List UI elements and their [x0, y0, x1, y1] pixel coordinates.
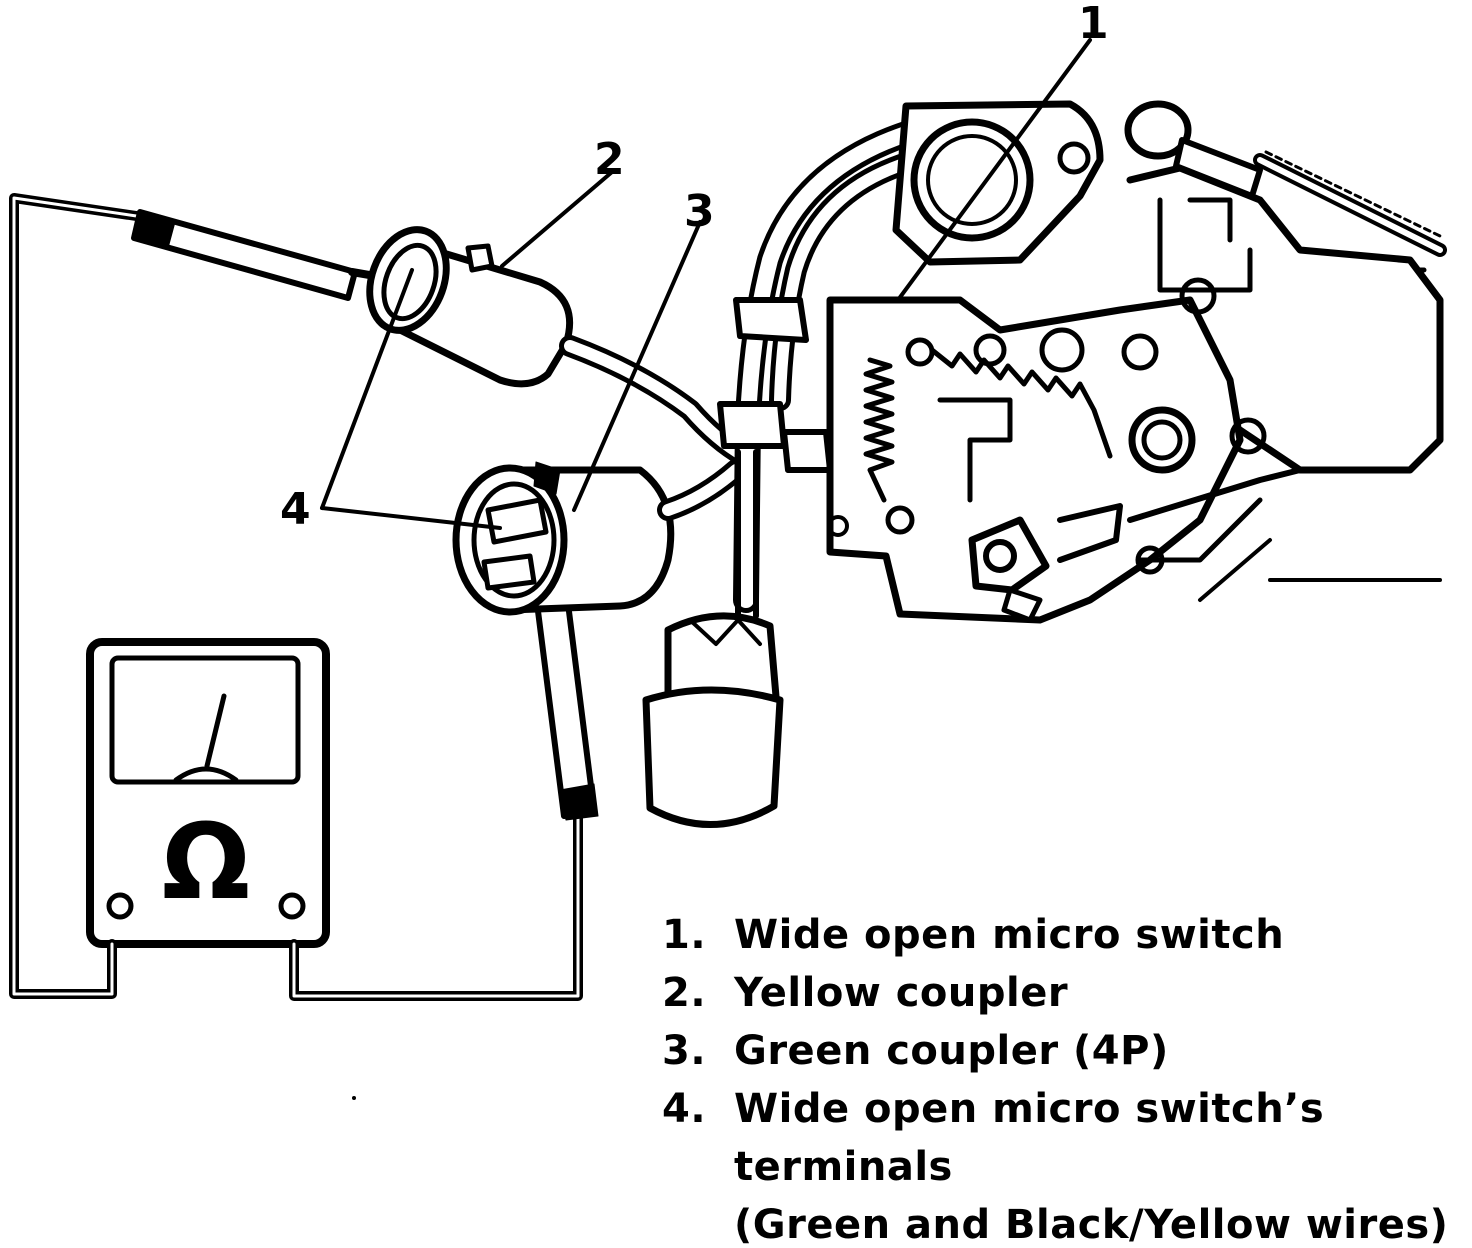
bottom-connector	[642, 612, 784, 828]
legend-number: 3.	[662, 1028, 707, 1074]
legend-item-4-line-2: terminals	[734, 1144, 953, 1190]
ohmmeter: Ω	[86, 638, 330, 948]
legend-item: 2. Yellow coupler	[662, 964, 1452, 1022]
callout-4: 4	[280, 484, 311, 535]
legend-number: 4.	[662, 1086, 707, 1132]
callout-3: 3	[684, 186, 715, 237]
legend-item: 3. Green coupler (4P)	[662, 1022, 1452, 1080]
legend-number: 1.	[662, 912, 707, 958]
carburetor-assembly	[826, 100, 1447, 624]
callout-2: 2	[594, 134, 625, 185]
legend-item: 4. Wide open micro switch’s	[662, 1080, 1452, 1138]
green-coupler	[452, 459, 747, 616]
legend-item-4-line-3: (Green and Black/Yellow wires)	[734, 1202, 1449, 1248]
legend-label: Wide open micro switch’s	[734, 1086, 1325, 1132]
leader-4b	[320, 506, 502, 530]
stray-dot	[352, 1096, 356, 1100]
leader-2	[500, 170, 614, 268]
wire-loom	[717, 121, 921, 619]
ohm-symbol: Ω	[162, 801, 250, 923]
leader-3	[572, 220, 702, 512]
callout-1: 1	[1078, 0, 1109, 49]
legend-label: Wide open micro switch	[734, 912, 1285, 958]
legend-label: Yellow coupler	[734, 970, 1069, 1016]
leader-1	[896, 38, 1092, 302]
legend-label: Green coupler (4P)	[734, 1028, 1169, 1074]
leader-4a	[320, 268, 414, 510]
legend-item: 1. Wide open micro switch	[662, 906, 1452, 964]
legend-number: 2.	[662, 970, 707, 1016]
leader-lines	[320, 38, 1092, 530]
legend: 1. Wide open micro switch 2. Yellow coup…	[662, 906, 1452, 1248]
